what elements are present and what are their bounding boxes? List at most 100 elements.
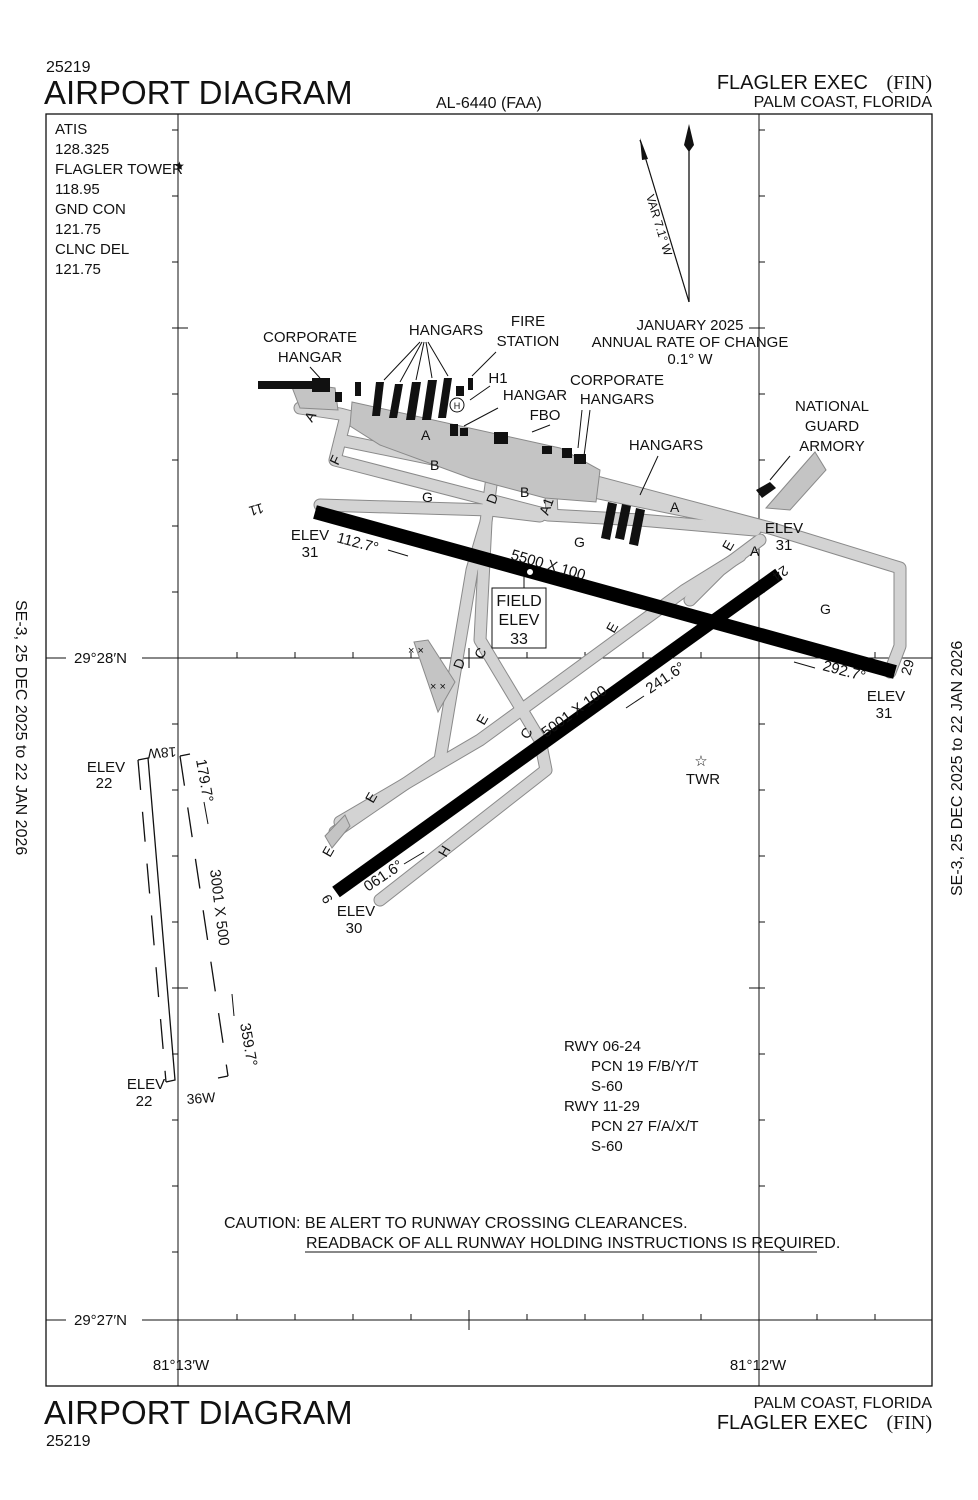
lat-bottom-bg	[66, 1312, 142, 1328]
lon-right-label: 81°12′W	[730, 1357, 787, 1374]
runway-11-29	[313, 505, 897, 679]
field-elev-box	[491, 587, 547, 649]
national-guard-label-2: GUARD	[805, 418, 859, 435]
leader-lines	[309, 341, 791, 496]
water-runway-18w-36w	[137, 753, 229, 1083]
fire-station-label-1: FIRE	[511, 313, 545, 330]
runway-end-18w: 18W	[146, 744, 177, 762]
footer-title: AIRPORT DIAGRAM	[44, 1394, 353, 1431]
taxiway-label: G	[574, 534, 585, 550]
runway-end-6: 6	[318, 892, 336, 907]
freq-atis-value: 128.325	[55, 141, 109, 158]
freq-clearance-value: 121.75	[55, 261, 101, 278]
rwy-11-29-id: RWY 11-29	[564, 1098, 640, 1115]
rwy-06-24-id: RWY 06-24	[564, 1038, 641, 1055]
city-state: PALM COAST, FLORIDA	[754, 94, 933, 111]
lat-top-bg	[66, 650, 142, 666]
closed-pad: × × × ×	[408, 639, 456, 714]
field-elev-label-1: FIELD	[496, 593, 541, 610]
freq-tower-label: FLAGLER TOWER	[55, 161, 183, 178]
airport-id: (FIN)	[886, 72, 932, 94]
corporate-hangars-label-2: HANGARS	[580, 391, 654, 408]
hangars-top-label: HANGARS	[409, 322, 483, 339]
freq-tower-value: 118.95	[55, 181, 100, 198]
national-guard-label-3: ARMORY	[799, 438, 865, 455]
elev-29-label: ELEV	[867, 688, 905, 705]
runway-end-29: 29	[898, 657, 918, 677]
variation-rate-label: ANNUAL RATE OF CHANGE	[592, 334, 789, 351]
corporate-hangar-label-1: CORPORATE	[263, 329, 357, 346]
elev-18w-value: 22	[96, 775, 113, 792]
national-guard-label-1: NATIONAL	[795, 398, 869, 415]
variation-rate: 0.1° W	[667, 351, 713, 368]
freq-ground-label: GND CON	[55, 201, 126, 218]
hangars-right-label: HANGARS	[629, 437, 703, 454]
taxiway-label: G	[820, 601, 831, 617]
elev-29-value: 31	[876, 705, 893, 722]
lat-top-label: 29°28′N	[74, 650, 127, 667]
chart-number-top: 25219	[46, 59, 91, 76]
lat-bottom-label: 29°27′N	[74, 1312, 127, 1329]
tower-star-icon: ☆	[694, 753, 707, 770]
fire-station-label-2: STATION	[497, 333, 560, 350]
corporate-hangars-label-1: CORPORATE	[570, 372, 664, 389]
heading-arrow-112	[387, 549, 409, 557]
helipad-icon	[449, 397, 465, 413]
heading-arrow-292	[793, 661, 816, 669]
heading-arrow-061	[403, 851, 425, 865]
hangar-fbo-label-1: HANGAR	[503, 387, 567, 404]
rwy-11-29-strength: S-60	[591, 1138, 623, 1155]
water-runway-dims: 3001 X 500	[206, 868, 232, 946]
buildings	[258, 378, 776, 546]
star-icon: ★	[174, 159, 185, 173]
heading-arrow-179	[203, 801, 209, 825]
north-arrow-icon	[639, 124, 694, 303]
taxiway-label: G	[422, 489, 433, 505]
elev-36w-value: 22	[136, 1093, 153, 1110]
freq-ground-value: 121.75	[55, 221, 101, 238]
freq-clearance-label: CLNC DEL	[55, 241, 129, 258]
heading-arrow-359	[231, 993, 235, 1017]
procedure-id: AL-6440 (FAA)	[436, 95, 542, 112]
footer-city-state: PALM COAST, FLORIDA	[754, 1395, 933, 1412]
caution-line-1: CAUTION: BE ALERT TO RUNWAY CROSSING CLE…	[224, 1215, 688, 1232]
elev-11-label: ELEV	[291, 527, 329, 544]
left-margin-dates: SE-3, 25 DEC 2025 to 22 JAN 2026	[12, 600, 29, 855]
variation-label: VAR 7.1° W	[643, 193, 675, 258]
taxiway-label: A	[421, 427, 431, 443]
helipad-label: H	[454, 401, 461, 411]
lat-lon-grid	[46, 114, 932, 1386]
elev-36w-label: ELEV	[127, 1076, 165, 1093]
diagram-frame	[45, 113, 933, 1387]
corporate-hangar-building	[258, 381, 330, 389]
taxiway-label: B	[520, 484, 529, 500]
rwy-11-29-pcn: PCN 27 F/A/X/T	[591, 1118, 699, 1135]
frequency-list: ATIS 128.325 FLAGLER TOWER 118.95 GND CO…	[55, 121, 183, 278]
svg-text:× ×: × ×	[430, 681, 446, 693]
h1-label: H1	[488, 370, 507, 387]
elev-06-value: 30	[346, 920, 363, 937]
elev-11-value: 31	[302, 544, 319, 561]
svg-text:× ×: × ×	[408, 645, 424, 657]
elev-06-label: ELEV	[337, 903, 375, 920]
taxiway-label: A	[670, 499, 680, 515]
right-margin-dates: SE-3, 25 DEC 2025 to 22 JAN 2026	[949, 641, 966, 896]
taxiway-label: A	[750, 543, 760, 559]
lon-left-label: 81°13′W	[153, 1357, 210, 1374]
page-title: AIRPORT DIAGRAM	[44, 74, 353, 111]
rwy-06-24-strength: S-60	[591, 1078, 623, 1095]
taxiway-label: A1	[536, 495, 557, 517]
elev-18w-label: ELEV	[87, 759, 125, 776]
caution-line-2: READBACK OF ALL RUNWAY HOLDING INSTRUCTI…	[306, 1235, 840, 1252]
heading-179-7: 179.7°	[192, 758, 216, 804]
taxiway-label: E	[319, 843, 338, 859]
footer-airport-name: FLAGLER EXEC	[717, 1412, 868, 1434]
runway-end-36w: 36W	[186, 1089, 217, 1107]
hangar-fbo-label-2: FBO	[530, 407, 561, 424]
variation-date: JANUARY 2025	[636, 317, 743, 334]
runway-end-11: 11	[247, 500, 266, 519]
taxiway-label: B	[430, 457, 439, 473]
tower-label: TWR	[686, 771, 720, 788]
freq-atis-label: ATIS	[55, 121, 87, 138]
